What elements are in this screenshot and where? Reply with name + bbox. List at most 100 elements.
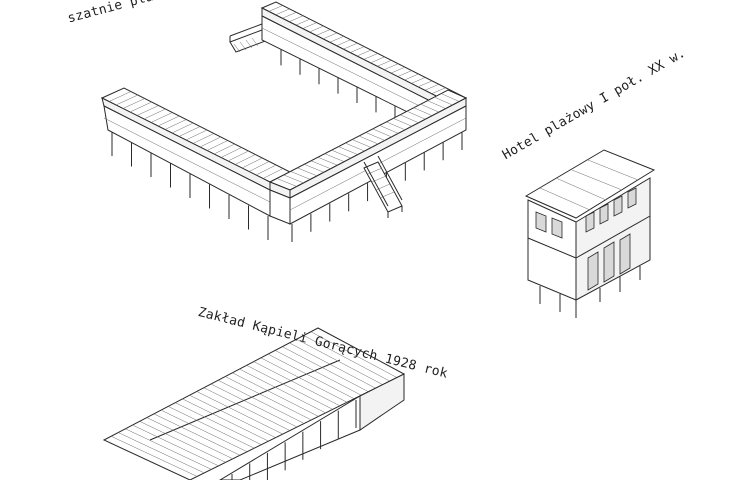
drawing-line	[282, 12, 297, 19]
drawing-line	[275, 8, 290, 16]
cabins-stairs-front	[363, 155, 403, 218]
drawing-line	[115, 94, 138, 106]
drawing-line	[431, 87, 446, 94]
drawing-line	[210, 383, 298, 428]
drawing-line	[441, 93, 460, 102]
drawing-line	[324, 153, 345, 162]
drawing-line	[377, 60, 392, 67]
drawing-line	[255, 164, 277, 176]
drawing-line	[268, 5, 283, 12]
drawing-line	[297, 167, 318, 177]
cabins-left-wing	[100, 87, 292, 240]
drawing-line	[122, 98, 145, 109]
drawing-line	[276, 178, 297, 187]
drawing-line	[282, 346, 369, 392]
drawing-line	[413, 107, 433, 116]
beach-changing-cabins	[100, 1, 468, 242]
drawing-line	[289, 342, 376, 389]
drawing-line	[420, 103, 440, 113]
drawing-line	[262, 168, 284, 179]
drawing-line	[189, 394, 276, 438]
drawing-line	[304, 164, 324, 173]
drawing-line	[129, 101, 152, 113]
drawing-line	[363, 53, 378, 60]
drawing-line	[384, 63, 399, 70]
drawing-line	[343, 42, 358, 50]
drawing-line	[143, 108, 166, 120]
drawing-line	[310, 160, 331, 170]
drawing-line	[248, 161, 270, 172]
drawing-line	[232, 372, 319, 417]
drawing-line	[350, 46, 365, 53]
drawing-line	[150, 112, 173, 123]
drawing-line	[345, 142, 365, 152]
drawing-line	[302, 22, 317, 29]
drawing-line	[206, 140, 228, 151]
beach-hotel	[524, 149, 656, 318]
drawing-line	[406, 111, 426, 120]
drawing-line	[178, 126, 201, 137]
drawing-line	[358, 135, 379, 145]
drawing-line	[218, 380, 305, 424]
drawing-line	[404, 73, 419, 81]
drawing-line	[111, 436, 198, 477]
drawing-line	[192, 133, 215, 144]
drawing-line	[225, 376, 312, 421]
drawing-line	[352, 139, 372, 148]
drawing-line	[434, 96, 453, 106]
drawing-line	[365, 132, 385, 141]
drawing-line	[290, 171, 311, 180]
drawing-line	[220, 147, 242, 158]
drawing-line	[157, 115, 180, 127]
drawing-line	[338, 146, 358, 155]
drawing-line	[164, 119, 187, 130]
drawing-line	[182, 398, 269, 442]
drawing-line	[267, 353, 355, 399]
drawing-line	[399, 114, 419, 123]
drawing-line	[234, 154, 256, 165]
drawing-line	[260, 357, 348, 403]
drawing-line	[329, 36, 344, 43]
drawing-line	[295, 18, 311, 26]
drawing-line	[427, 100, 446, 109]
drawing-line	[168, 406, 255, 449]
drawing-line	[239, 368, 326, 414]
drawing-line	[309, 25, 324, 33]
drawing-line	[185, 129, 208, 141]
drawing-line	[253, 361, 340, 407]
drawing-line	[356, 49, 372, 57]
cabins-right-wing	[260, 1, 468, 141]
drawing-line	[139, 421, 226, 463]
drawing-line	[411, 77, 426, 84]
cabins-stairs-top	[229, 23, 269, 53]
drawing-line	[303, 335, 390, 382]
drawing-line	[379, 125, 399, 134]
drawing-line	[336, 39, 351, 46]
drawing-line	[317, 156, 338, 166]
drawing-line	[213, 143, 235, 155]
drawing-line	[196, 391, 283, 435]
hot-baths-building	[102, 327, 406, 480]
drawing-line	[175, 402, 262, 445]
drawing-line	[203, 387, 290, 431]
drawing-line	[322, 32, 338, 40]
drawing-line	[316, 29, 331, 36]
drawing-line	[146, 417, 233, 460]
drawing-line	[275, 350, 362, 396]
drawing-line	[397, 70, 412, 77]
drawing-line	[424, 84, 439, 91]
drawing-line	[171, 122, 194, 134]
drawing-line	[393, 118, 412, 127]
drawing-line	[283, 174, 304, 184]
drawing-line	[125, 428, 212, 470]
drawing-line	[370, 56, 385, 64]
drawing-line	[153, 413, 241, 456]
drawing-line	[331, 149, 352, 159]
drawing-line	[386, 121, 406, 131]
drawing-line	[390, 66, 406, 74]
drawing-line	[108, 91, 132, 102]
drawing-line	[118, 432, 205, 474]
drawing-line	[199, 136, 221, 148]
